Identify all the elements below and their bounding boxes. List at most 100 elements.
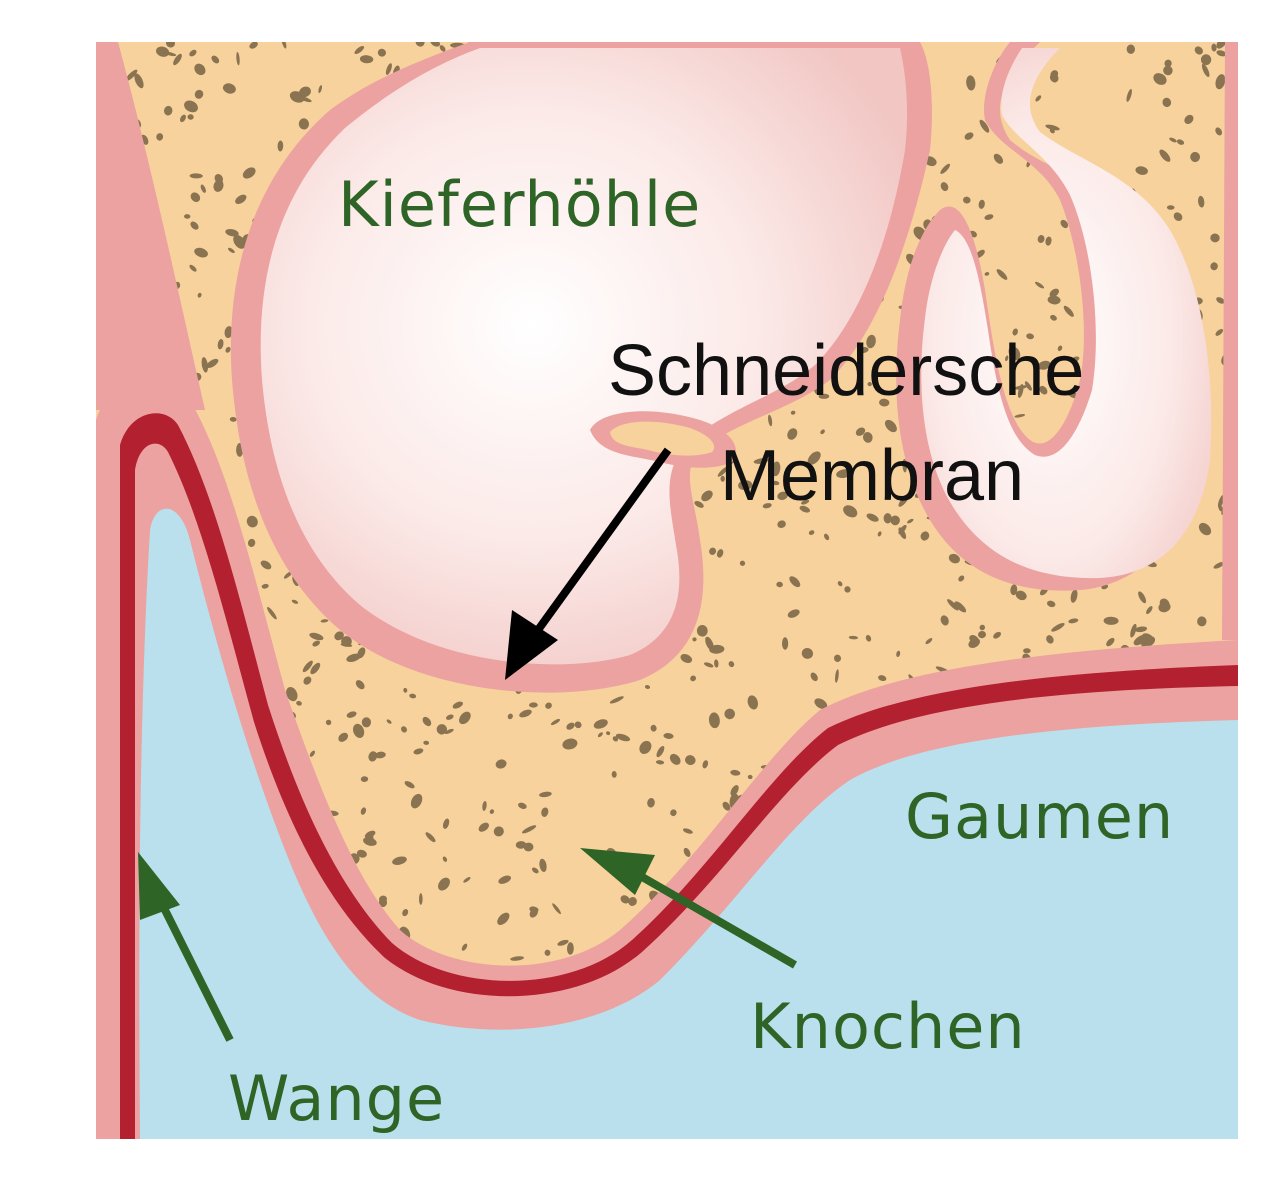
bone-pore xyxy=(552,903,561,915)
bone-pore xyxy=(682,828,693,834)
bone-pore xyxy=(249,42,258,49)
bone-pore xyxy=(510,956,524,961)
bone-pore xyxy=(1134,626,1148,633)
label-palate: Gaumen xyxy=(905,780,1174,853)
bone-pore xyxy=(260,560,272,570)
bone-pore xyxy=(410,793,423,809)
bone-pore xyxy=(824,533,830,541)
bone-pore xyxy=(346,653,361,662)
bone-pore xyxy=(814,698,828,710)
bone-pore xyxy=(224,326,233,339)
bone-pore xyxy=(644,685,651,689)
bone-pore xyxy=(452,701,464,709)
bone-pore xyxy=(1049,73,1059,83)
bone-pore xyxy=(544,949,551,956)
bone-pore xyxy=(1162,97,1172,108)
bone-pore xyxy=(730,785,739,796)
bone-pore xyxy=(463,877,471,883)
bone-pore xyxy=(493,826,504,837)
bone-pore xyxy=(229,416,237,422)
bone-pore xyxy=(1126,88,1132,102)
bone-pore xyxy=(1215,127,1223,136)
bone-pore xyxy=(685,755,696,766)
bone-pore xyxy=(1012,328,1018,336)
bone-pore xyxy=(696,625,708,637)
bone-pore xyxy=(948,553,961,564)
bone-pore xyxy=(247,538,256,547)
bone-pore xyxy=(898,495,909,507)
bone-pore xyxy=(228,247,235,253)
bone-pore xyxy=(1141,636,1156,648)
bone-pore xyxy=(1130,623,1137,638)
bone-pore xyxy=(771,480,780,486)
bone-pore xyxy=(375,751,386,759)
bone-pore xyxy=(1063,305,1074,317)
bone-pore xyxy=(801,499,810,505)
bone-pore xyxy=(482,800,487,811)
bone-pore xyxy=(184,100,198,113)
bone-pore xyxy=(837,581,843,587)
bone-pore xyxy=(920,531,930,541)
bone-pore xyxy=(1008,346,1021,361)
bone-pore xyxy=(392,856,407,865)
bone-pore xyxy=(857,347,869,354)
bone-pore xyxy=(593,719,608,729)
bone-pore xyxy=(790,410,796,415)
bone-pore xyxy=(541,807,549,817)
bone-pore xyxy=(1216,50,1227,57)
bone-pore xyxy=(966,75,976,91)
bone-pore xyxy=(978,199,985,209)
bone-pore xyxy=(413,748,424,755)
bone-pore xyxy=(1197,616,1207,627)
bone-pore xyxy=(1176,139,1185,145)
bone-pore xyxy=(422,716,432,727)
bone-pore xyxy=(366,831,374,845)
bone-pore xyxy=(650,724,657,732)
bone-pore xyxy=(438,877,450,891)
bone-pore xyxy=(1215,328,1224,336)
bone-pore xyxy=(261,583,269,589)
bone-pore xyxy=(1070,589,1078,603)
bone-pore xyxy=(355,680,365,690)
bone-pore xyxy=(753,458,769,464)
bone-pore xyxy=(647,798,655,808)
bone-pore xyxy=(810,672,818,682)
bone-pore xyxy=(958,575,965,582)
bone-pore xyxy=(297,95,312,103)
bone-pore xyxy=(281,42,287,49)
bone-pore xyxy=(884,419,897,433)
bone-pore xyxy=(1200,54,1212,66)
membrane-arrow xyxy=(505,447,672,680)
bone-pore xyxy=(303,676,312,685)
bone-pore xyxy=(1164,59,1172,68)
bone-pore xyxy=(683,847,691,857)
bone-pore xyxy=(302,660,313,673)
bone-pore xyxy=(1026,333,1034,340)
bone-pore xyxy=(415,42,425,47)
bone-pore xyxy=(776,581,783,588)
bone-pore xyxy=(197,292,202,298)
bone-pore xyxy=(217,339,224,350)
bone-pore xyxy=(233,235,246,249)
bone-pore xyxy=(1045,124,1060,131)
bone-pore xyxy=(947,599,959,611)
bone-pore xyxy=(844,586,851,593)
bone-pore xyxy=(833,654,842,662)
bone-pore xyxy=(978,630,986,639)
bone-pore xyxy=(507,713,513,720)
sinus-cavity xyxy=(260,48,908,665)
bone-pore xyxy=(539,791,552,798)
bone-pore xyxy=(1005,355,1009,362)
bone-pore xyxy=(984,272,990,276)
bone-pore xyxy=(529,908,538,918)
bone-pore xyxy=(409,693,417,699)
bone-pore xyxy=(597,732,603,738)
bone-pore xyxy=(402,909,409,917)
oral-cavity xyxy=(139,508,1238,1139)
bone-pore xyxy=(225,228,239,237)
bone-pore xyxy=(690,675,697,682)
bone-pore xyxy=(1216,42,1228,49)
bone-pore xyxy=(739,560,746,566)
bone-pore xyxy=(738,480,753,491)
bone-pore xyxy=(1014,385,1028,390)
